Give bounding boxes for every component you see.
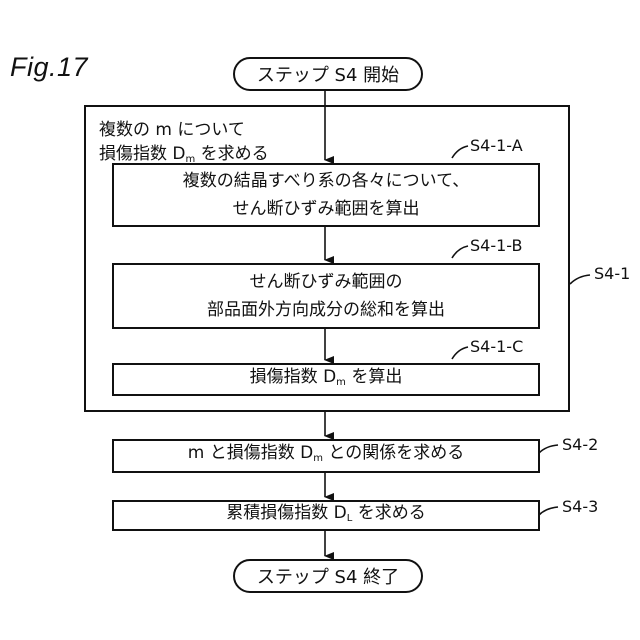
- end-label: ステップ S4 終了: [257, 563, 399, 589]
- step-s4-1-b-line1: せん断ひずみ範囲の: [207, 268, 445, 296]
- group-title-line1: 複数の m について: [99, 118, 269, 142]
- leader-s4-2: [539, 445, 558, 453]
- tag-s4-3: S4-3: [562, 497, 598, 516]
- figure-label: Fig.17: [10, 52, 88, 83]
- step-s4-1-a: 複数の結晶すべり系の各々について、 せん断ひずみ範囲を算出: [112, 163, 540, 227]
- leader-s4-3: [539, 507, 558, 515]
- leader-s4-1: [570, 275, 590, 284]
- start-label: ステップ S4 開始: [257, 61, 399, 87]
- step-s4-1-b: せん断ひずみ範囲の 部品面外方向成分の総和を算出: [112, 263, 540, 329]
- step-s4-1-a-line1: 複数の結晶すべり系の各々について、: [183, 167, 469, 195]
- step-s4-2-label: m と損傷指数 Dm との関係を求める: [188, 439, 464, 473]
- start-terminal: ステップ S4 開始: [233, 57, 423, 91]
- step-s4-3-label: 累積損傷指数 DL を求める: [226, 499, 425, 533]
- tag-s4-1-c: S4-1-C: [470, 337, 523, 356]
- step-s4-1-c-label: 損傷指数 Dm を算出: [250, 363, 403, 397]
- step-s4-2: m と損傷指数 Dm との関係を求める: [112, 439, 540, 473]
- tag-s4-1: S4-1: [594, 264, 630, 283]
- end-terminal: ステップ S4 終了: [233, 559, 423, 593]
- tag-s4-1-a: S4-1-A: [470, 136, 523, 155]
- step-s4-3: 累積損傷指数 DL を求める: [112, 500, 540, 531]
- tag-s4-1-b: S4-1-B: [470, 236, 522, 255]
- tag-s4-2: S4-2: [562, 435, 598, 454]
- step-s4-1-b-line2: 部品面外方向成分の総和を算出: [207, 296, 445, 324]
- step-s4-1-a-line2: せん断ひずみ範囲を算出: [183, 195, 469, 223]
- step-s4-1-c: 損傷指数 Dm を算出: [112, 363, 540, 396]
